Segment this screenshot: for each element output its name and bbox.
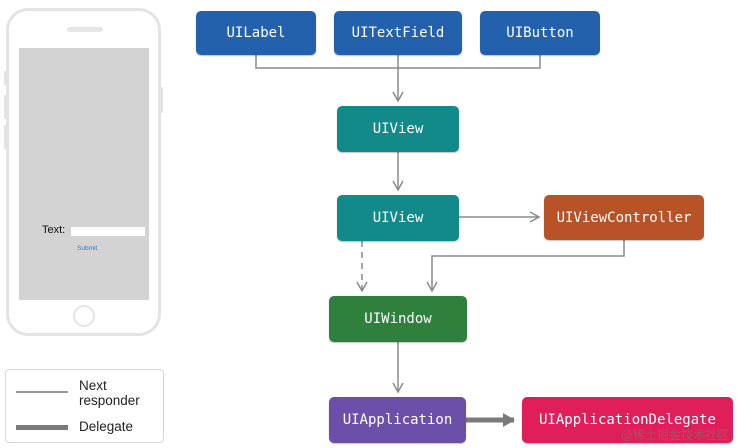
phone-speaker [67,27,103,32]
text-field-label: Text: [42,224,66,236]
node-uiapplicationdelegate: UIApplicationDelegate [522,397,733,443]
legend-next-responder-label: Next responder [79,378,140,408]
phone-side-button [4,95,7,119]
node-uiwindow: UIWindow [329,296,467,342]
text-input[interactable] [71,227,145,236]
node-uiapplication: UIApplication [329,397,466,443]
node-uitextfield: UITextField [334,11,462,55]
arrow-uiviewcontroller-to-uiwindow [426,240,625,293]
iphone-mockup: Text: Submit [4,8,163,336]
node-uiview-1: UIView [337,106,459,152]
phone-side-button [4,71,7,85]
legend: Next responder Delegate [5,369,164,443]
phone-screen: Text: Submit [19,48,149,300]
node-uiview-2: UIView [337,195,459,241]
phone-side-button [4,125,7,149]
node-uibutton: UIButton [480,11,600,55]
node-uilabel: UILabel [196,11,316,55]
submit-button[interactable]: Submit [77,245,98,252]
watermark: @稀土掘金技术社区 [620,428,729,442]
legend-delegate-line [16,425,68,430]
phone-side-button [160,87,163,113]
legend-next-responder-line [16,391,68,393]
legend-delegate-label: Delegate [79,419,134,434]
node-uiviewcontroller: UIViewController [544,195,704,240]
home-button [73,305,95,327]
